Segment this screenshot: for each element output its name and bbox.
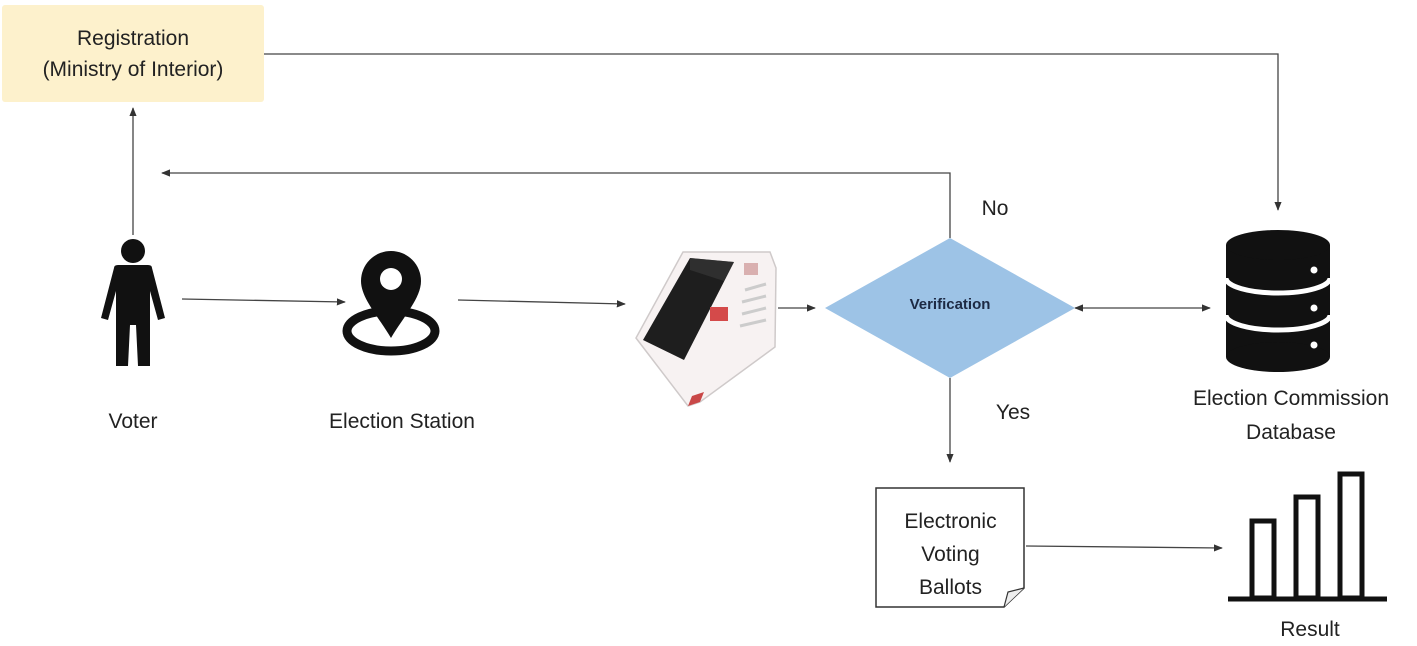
registration-title: Registration (76, 26, 190, 50)
location-pin-icon (342, 251, 440, 356)
registration-subtitle: (Ministry of Interior) (42, 57, 224, 81)
edge-verification-no-to-voter (161, 169, 951, 238)
edge-registration-to-database (264, 53, 1282, 211)
database-label-line2: Database (1246, 421, 1336, 444)
ballots-line3: Ballots (918, 576, 983, 599)
edge-label-yes: Yes (995, 401, 1031, 424)
station-label: Election Station (329, 410, 475, 433)
edge-station-to-machine (457, 299, 626, 308)
database-label-line1: Election Commission (1192, 387, 1390, 410)
result-label: Result (1280, 618, 1340, 641)
registration-box: Registration (Ministry of Interior) (2, 5, 264, 102)
document-icon (875, 487, 1025, 608)
ballots-label: Electronic Voting Ballots (877, 505, 1024, 604)
verification-label: Verification (909, 296, 991, 313)
person-icon (101, 239, 165, 366)
voter-label: Voter (108, 410, 158, 433)
database-icon (1223, 230, 1333, 372)
verification-diamond (825, 238, 1075, 378)
voting-machine-icon (635, 251, 777, 407)
bar-chart-icon (1228, 471, 1387, 602)
edge-label-no: No (981, 197, 1009, 220)
ballots-line2: Voting (921, 543, 980, 566)
edge-voter-to-station (181, 298, 346, 306)
connectors (129, 53, 1282, 552)
edge-ballots-to-result (1025, 544, 1223, 552)
ballots-line1: Electronic (904, 510, 997, 533)
